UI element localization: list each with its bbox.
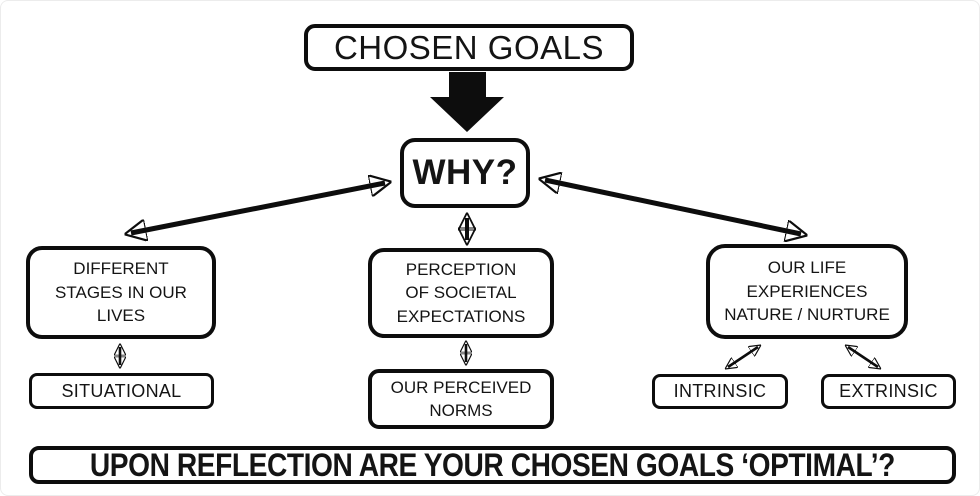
situational-label: SITUATIONAL (61, 380, 182, 401)
stages-line-1: DIFFERENT (73, 259, 169, 279)
norms-line-1: OUR PERCEIVED (390, 377, 532, 397)
arrow-experiences-to-intrinsic (728, 347, 758, 367)
arrow-why-to-experiences (545, 180, 801, 234)
experiences-line-3: NATURE / NURTURE (724, 305, 890, 325)
extrinsic-box: EXTRINSIC (821, 374, 956, 409)
different-stages-box: DIFFERENT STAGES IN OUR LIVES (26, 246, 216, 339)
chosen-goals-label: CHOSEN GOALS (333, 28, 605, 66)
why-box: WHY? (400, 138, 530, 208)
situational-box: SITUATIONAL (29, 373, 214, 409)
intrinsic-label: INTRINSIC (673, 381, 767, 402)
arrow-why-to-stages (131, 183, 385, 233)
stages-line-3: LIVES (96, 306, 146, 326)
footer-banner: UPON REFLECTION ARE YOUR CHOSEN GOALS ‘O… (29, 446, 956, 484)
perception-box: PERCEPTION OF SOCIETAL EXPECTATIONS (368, 248, 554, 338)
arrow-experiences-to-extrinsic (848, 347, 878, 367)
norms-line-2: NORMS (429, 401, 493, 420)
intrinsic-box: INTRINSIC (652, 374, 788, 409)
stages-line-2: STAGES IN OUR (55, 282, 187, 302)
experiences-line-1: OUR LIFE (767, 258, 847, 278)
life-experiences-box: OUR LIFE EXPERIENCES NATURE / NURTURE (706, 244, 908, 339)
footer-label: UPON REFLECTION ARE YOUR CHOSEN GOALS ‘O… (90, 446, 895, 483)
experiences-line-2: EXPERIENCES (746, 281, 868, 301)
perception-line-3: EXPECTATIONS (396, 306, 526, 326)
extrinsic-label: EXTRINSIC (839, 381, 938, 402)
perceived-norms-box: OUR PERCEIVED NORMS (368, 369, 554, 429)
why-label: WHY? (412, 152, 518, 192)
block-arrow-chosen-to-why (430, 72, 504, 132)
chosen-goals-box: CHOSEN GOALS (304, 24, 634, 71)
perception-line-2: OF SOCIETAL (405, 283, 517, 303)
perception-line-1: PERCEPTION (405, 259, 517, 279)
